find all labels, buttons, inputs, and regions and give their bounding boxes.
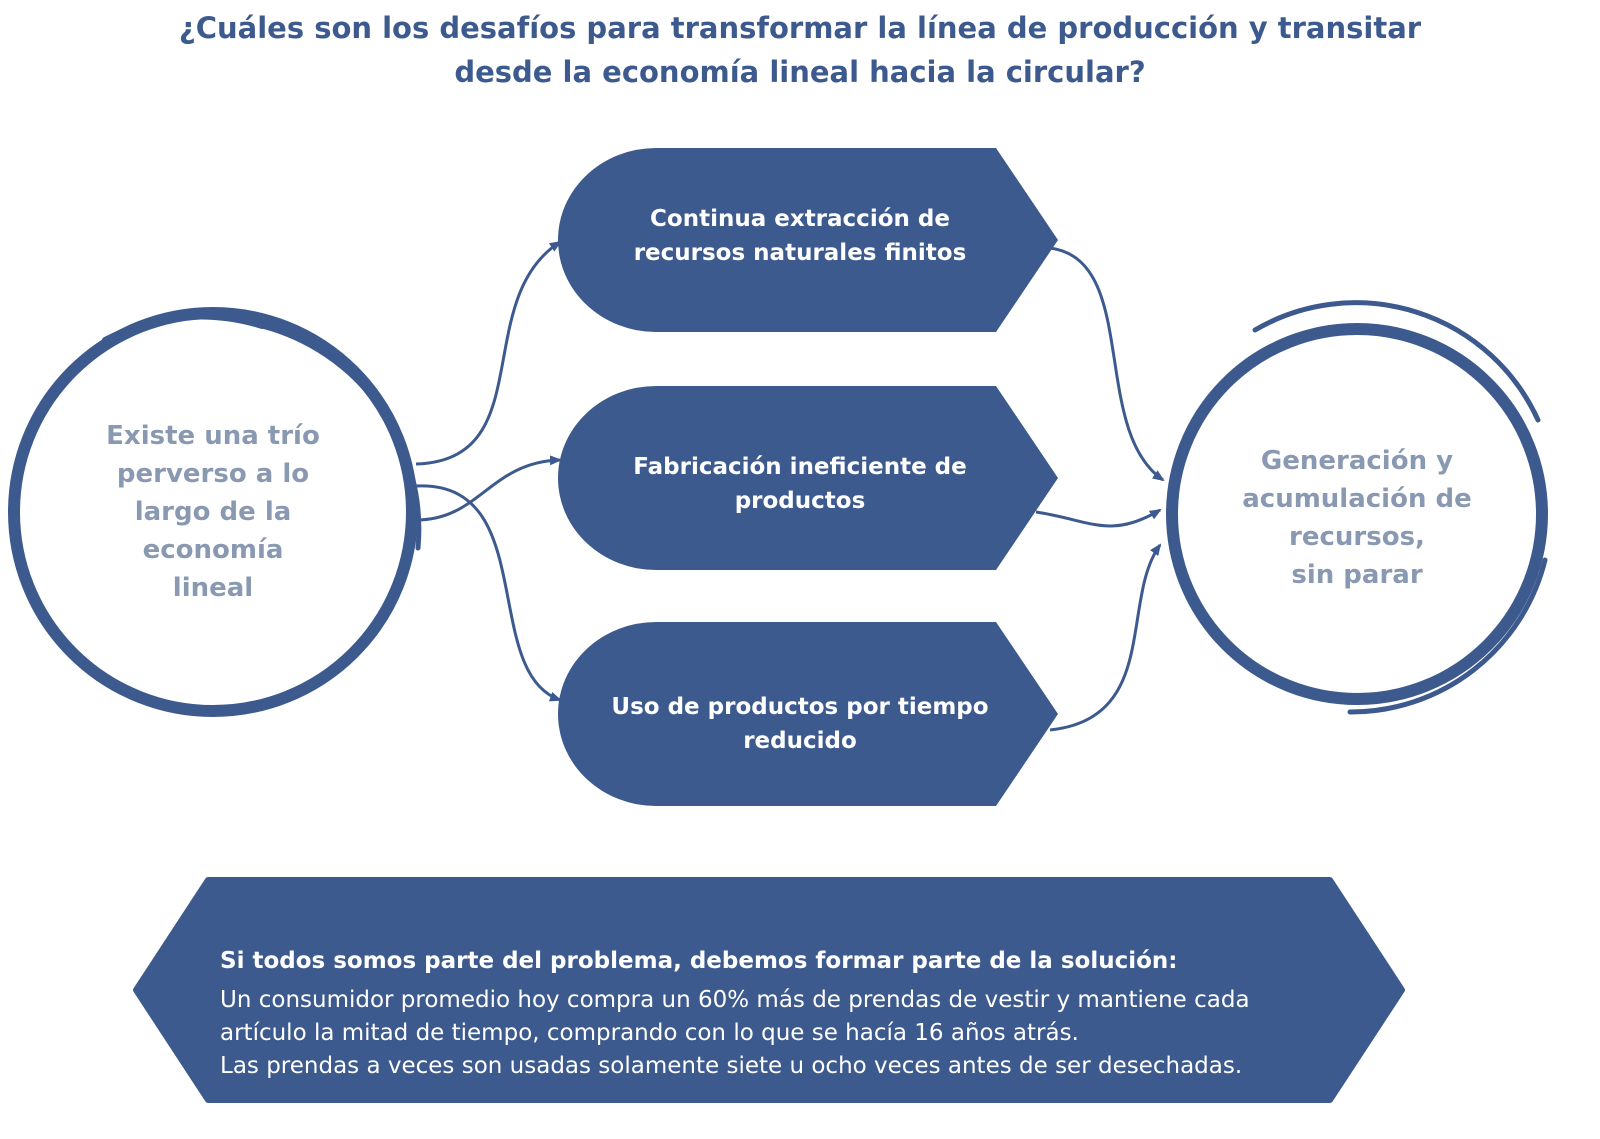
callout-line: Un consumidor promedio hoy compra un 60%… (220, 987, 1250, 1013)
page-title: ¿Cuáles son los desafíos para transforma… (0, 6, 1600, 94)
title-line-2: desde la economía lineal hacia la circul… (454, 55, 1146, 89)
box-3-line-1: Uso de productos por tiempo (611, 694, 989, 720)
left-circle-line: Existe una trío (106, 421, 320, 451)
right-circle-line: acumulación de (1242, 484, 1472, 514)
box-2-line-2: productos (734, 488, 866, 514)
left-circle-text: Existe una trío perverso a lo largo de l… (63, 402, 363, 622)
callout-line: Las prendas a veces son usadas solamente… (220, 1053, 1243, 1079)
bottom-callout-shape (133, 877, 1405, 1103)
connector-from-box-3 (1049, 543, 1162, 732)
right-circle-line: recursos, (1289, 522, 1425, 552)
callout-line: artículo la mitad de tiempo, comprando c… (220, 1020, 1079, 1046)
left-circle (8, 307, 422, 717)
callout-heading: Si todos somos parte del problema, debem… (220, 948, 1178, 974)
left-circle-line: largo de la (134, 497, 292, 527)
process-box-1-label: Continua extracción de recursos naturale… (590, 196, 1010, 276)
connector-from-box-1 (1049, 246, 1165, 482)
connector-to-box-3 (415, 484, 562, 702)
right-circle-line: sin parar (1291, 560, 1423, 590)
process-box-2 (558, 386, 1058, 570)
title-line-1: ¿Cuáles son los desafíos para transforma… (178, 11, 1422, 45)
bottom-callout-text: Si todos somos parte del problema, debem… (220, 944, 1370, 1083)
left-circle-line: economía (142, 535, 284, 565)
right-circle (1166, 300, 1548, 715)
connector-from-box-2 (1035, 508, 1162, 528)
right-circle-text: Generación y acumulación de recursos, si… (1207, 438, 1507, 598)
right-circle-line: Generación y (1260, 446, 1454, 476)
process-box-1 (558, 148, 1058, 332)
box-2-line-1: Fabricación ineficiente de (633, 454, 967, 480)
left-circle-line: perverso a lo (116, 459, 310, 489)
box-3-line-2: reducido (743, 728, 857, 754)
process-box-3-label: Uso de productos por tiempo reducido (590, 684, 1010, 764)
box-1-line-2: recursos naturales finitos (633, 240, 967, 266)
process-box-2-label: Fabricación ineficiente de productos (590, 444, 1010, 524)
box-1-line-1: Continua extracción de (650, 206, 950, 232)
connector-to-box-1 (415, 240, 562, 466)
left-circle-line: lineal (172, 573, 254, 603)
connector-to-box-2 (415, 455, 562, 522)
process-box-3 (558, 622, 1058, 806)
